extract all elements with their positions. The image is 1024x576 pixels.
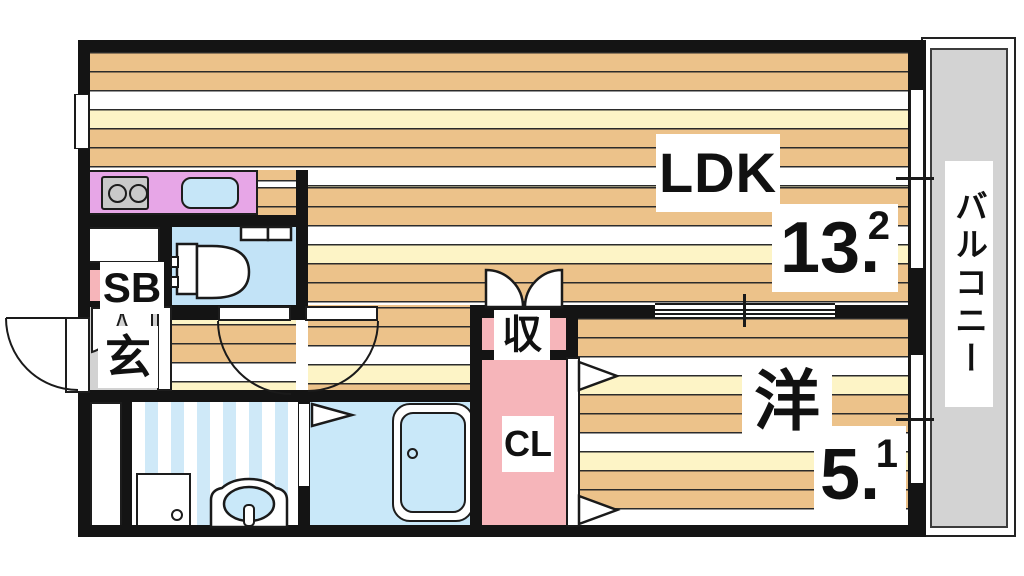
storage-label: 収 (494, 310, 550, 360)
sliding-door-tick (743, 294, 746, 327)
kitchen-sink-icon (181, 177, 239, 209)
toilet-bowl-icon (195, 244, 251, 300)
closet-text: CL (504, 423, 552, 464)
storage-text: 収 (502, 313, 542, 357)
toilet-shelf-icon (239, 225, 270, 242)
wall-washroom-left (122, 390, 132, 527)
wall-top (78, 40, 926, 52)
closet-fold-line (566, 357, 580, 527)
wall-closet-right-top (566, 318, 578, 360)
toilet-tank-knob (170, 276, 179, 288)
front-door-swing-icon (5, 317, 79, 391)
western-size-label: 5. 1 (814, 426, 906, 524)
closet-folding-door-icon (577, 494, 621, 526)
western-size-sup: 1 (875, 432, 898, 476)
toilet-tank-icon (175, 242, 199, 296)
shoe-box-label: SB (100, 262, 164, 314)
toilet-shelf-icon (266, 225, 293, 242)
wall-western-top (835, 305, 926, 318)
ldk-door-leaf (305, 306, 378, 321)
wall-left (78, 40, 90, 537)
window-tick (896, 418, 934, 421)
wall-hall-bottom (78, 390, 482, 402)
ldk-floor-kitchen-strip (258, 170, 296, 215)
stove-burner-icon (129, 184, 148, 203)
entrance-text: 玄 (105, 331, 151, 383)
ldk-label: LDK (656, 134, 780, 212)
entrance-label: 玄 (98, 326, 158, 388)
balcony-text: バルコニー (950, 189, 988, 379)
western-size-text: 5. (820, 435, 881, 515)
ldk-label-text: LDK (658, 141, 778, 204)
front-door-leaf (65, 317, 90, 393)
western-room-text: 洋 (754, 364, 820, 438)
entrance-step (157, 306, 172, 391)
ldk-door-swing-icon (307, 320, 379, 392)
toilet-door-leaf (218, 306, 291, 321)
hallway-floor (172, 320, 296, 390)
closet-label: CL (502, 416, 554, 472)
ldk-size-text: 13. (780, 208, 881, 288)
bathtub-inner (400, 412, 466, 513)
wall-kitchen-bottom (78, 215, 308, 227)
bathroom-folding-door-icon (310, 402, 357, 428)
bathroom-door-opening (299, 404, 309, 486)
balcony-label: バルコニー (945, 161, 993, 407)
toilet-tank-knob (170, 256, 179, 268)
vanity-faucet-icon (243, 504, 255, 527)
wall-toilet-right (296, 170, 308, 320)
wall-bottom (78, 525, 926, 537)
washing-machine-drain-icon (171, 509, 183, 521)
ldk-size-sup: 2 (867, 204, 890, 248)
toilet-door-swing-icon (217, 320, 292, 395)
stove-burner-icon (108, 184, 127, 203)
window-left-icon (74, 94, 90, 149)
window-tick (896, 177, 934, 180)
wall-closet-left (470, 305, 482, 527)
closet-folding-door-icon (577, 360, 621, 392)
bathtub-drain-icon (407, 448, 418, 459)
storage-double-door-icon (484, 268, 525, 309)
ldk-size-label: 13. 2 (772, 204, 898, 292)
shoe-box-text: SB (102, 264, 162, 311)
storage-double-door-icon (523, 268, 564, 309)
